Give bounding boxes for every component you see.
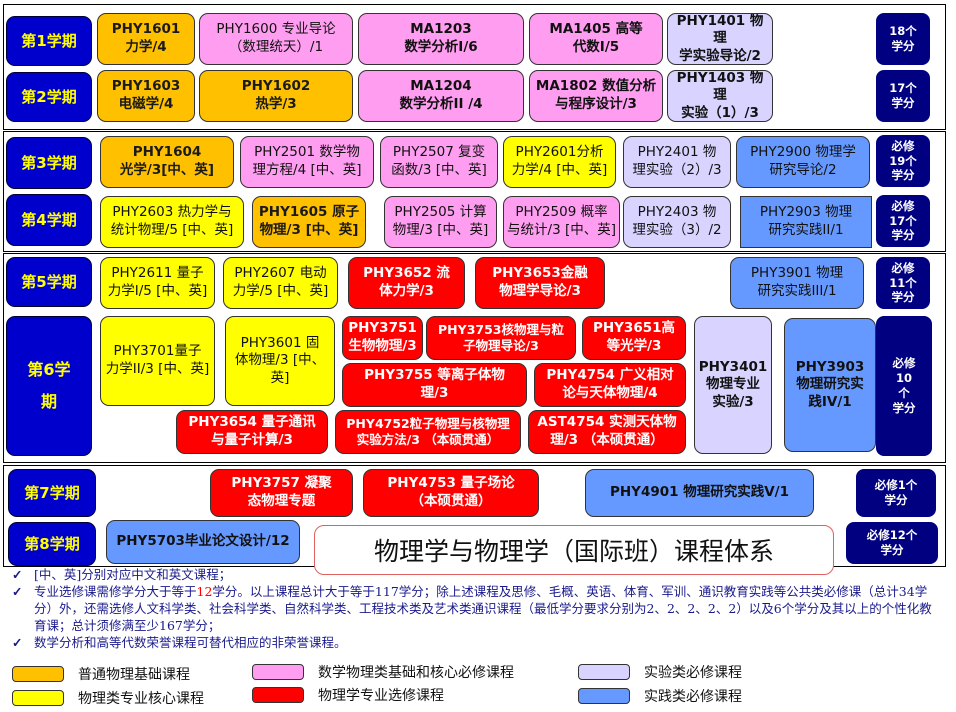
note-3-text: 数学分析和高等代数荣誉课程可替代相应的非荣誉课程。 — [34, 635, 347, 650]
semester-8-label: 第8学期 — [8, 522, 96, 566]
course-phy3753: PHY3753核物理与粒 子物理导论/3 — [426, 316, 576, 360]
course-phy3652: PHY3652 流 体力学/3 — [348, 257, 465, 309]
course-ma1203: MA1203 数学分析I/6 — [358, 13, 524, 65]
course-phy3903: PHY3903 物理研究实 践IV/1 — [784, 318, 876, 452]
semester-1-label: 第1学期 — [6, 16, 92, 66]
legend-label-pink: 数学物理类基础和核心必修课程 — [318, 665, 514, 681]
semester-6-credits: 必修 10 个 学分 — [876, 316, 932, 456]
note-1: ✓ [中、英]分别对应中文和英文课程； — [12, 566, 942, 583]
course-phy3401: PHY3401 物理专业 实验/3 — [694, 316, 772, 454]
legend-swatch-orange — [12, 666, 64, 682]
course-phy3757: PHY3757 凝聚 态物理专题 — [210, 469, 353, 517]
course-phy3755: PHY3755 等离子体物 理/3 — [342, 363, 527, 407]
note-2: ✓ 专业选修课需修学分大于等于12学分。以上课程总计大于等于117学分；除上述课程… — [12, 583, 942, 634]
legend-swatch-red — [252, 687, 304, 703]
semester-2-credits: 17个 学分 — [876, 70, 930, 122]
course-phy3653: PHY3653金融 物理学导论/3 — [475, 257, 605, 309]
legend-lavender: 实验类必修课程 — [578, 663, 742, 681]
semester-4-credits: 必修 17个 学分 — [876, 195, 930, 247]
course-phy2509: PHY2509 概率 与统计/3 [中、英] — [503, 196, 620, 248]
semester-3-label: 第3学期 — [6, 137, 92, 189]
checkmark-icon: ✓ — [12, 567, 23, 582]
semester-7-label: 第7学期 — [8, 469, 96, 517]
course-phy3701: PHY3701量子 力学II/3 [中、英] — [100, 316, 215, 406]
course-phy1601: PHY1601 力学/4 — [97, 13, 195, 65]
course-phy2607: PHY2607 电动 力学/5 [中、英] — [223, 257, 338, 309]
legend-swatch-pink — [252, 664, 304, 680]
semester-5-label: 第5学期 — [6, 257, 92, 307]
note-2-credits: 12 — [196, 584, 213, 599]
legend-yellow: 物理类专业核心课程 — [12, 689, 204, 707]
semester-5-credits: 必修 11个 学分 — [876, 257, 930, 309]
year2-frame — [3, 131, 946, 252]
course-phy3651: PHY3651高 等光学/3 — [582, 316, 686, 360]
note-1-text: [中、英]分别对应中文和英文课程； — [34, 567, 232, 582]
semester-4-label: 第4学期 — [6, 194, 92, 246]
course-phy2611: PHY2611 量子 力学I/5 [中、英] — [100, 257, 215, 309]
course-phy1605: PHY1605 原子 物理/3 [中、英] — [252, 196, 366, 248]
course-ma1802: MA1802 数值分析 与程序设计/3 — [529, 70, 663, 122]
course-phy1602: PHY1602 热学/3 — [199, 70, 353, 122]
semester-1-credits: 18个 学分 — [876, 13, 930, 65]
legend-swatch-yellow — [12, 690, 64, 706]
course-phy3654: PHY3654 量子通讯 与量子计算/3 — [176, 410, 328, 454]
course-phy1604: PHY1604 光学/3[中、英] — [100, 136, 234, 188]
legend-swatch-lavender — [578, 664, 630, 680]
course-phy2505: PHY2505 计算 物理/3 [中、英] — [384, 196, 497, 248]
checkmark-icon: ✓ — [12, 635, 23, 650]
course-phy3601: PHY3601 固 体物理/3 [中、 英] — [225, 316, 335, 406]
legend-label-red: 物理学专业选修课程 — [318, 688, 444, 704]
course-phy4752: PHY4752粒子物理与核物理 实验方法/3 （本硕贯通） — [335, 410, 521, 454]
semester-3-credits: 必修 19个 学分 — [876, 135, 930, 187]
course-phy4901: PHY4901 物理研究实践V/1 — [585, 469, 814, 517]
legend-label-lavender: 实验类必修课程 — [644, 665, 742, 681]
year3-frame — [3, 253, 946, 463]
course-phy2507: PHY2507 复变 函数/3 [中、英] — [380, 136, 498, 188]
course-phy1403: PHY1403 物理 实验（1）/3 — [667, 70, 773, 122]
course-phy2900: PHY2900 物理学 研究导论/2 — [736, 136, 870, 188]
note-2-text-a: 专业选修课需修学分大于等于 — [34, 584, 197, 599]
course-phy3901: PHY3901 物理 研究实践III/1 — [730, 257, 864, 309]
legend-swatch-blue — [578, 688, 630, 704]
course-phy2601: PHY2601分析 力学/4 [中、英] — [503, 136, 616, 188]
course-phy2903: PHY2903 物理 研究实践II/1 — [740, 196, 872, 248]
diagram-title: 物理学与物理学（国际班）课程体系 — [314, 525, 834, 575]
year1-frame — [3, 4, 946, 130]
course-phy4754: PHY4754 广义相对 论与天体物理/4 — [534, 363, 686, 407]
course-ast4754: AST4754 实测天体物 理/3 （本硕贯通） — [528, 410, 686, 454]
course-phy5703: PHY5703毕业论文设计/12 — [106, 520, 300, 564]
course-ma1204: MA1204 数学分析II /4 — [358, 70, 524, 122]
checkmark-icon: ✓ — [12, 584, 23, 599]
semester-8-credits: 必修12个 学分 — [846, 522, 938, 564]
legend-orange: 普通物理基础课程 — [12, 665, 190, 683]
legend-red: 物理学专业选修课程 — [252, 686, 444, 704]
course-phy1603: PHY1603 电磁学/4 — [97, 70, 195, 122]
course-phy1401: PHY1401 物理 学实验导论/2 — [667, 13, 773, 65]
legend-pink: 数学物理类基础和核心必修课程 — [252, 663, 514, 681]
course-phy3751: PHY3751 生物物理/3 — [342, 316, 423, 360]
note-2-text-b: 学分。以上课程总计大于等于117学分；除上述课程及思修、毛概、英语、体育、军训、… — [34, 584, 932, 633]
legend-label-yellow: 物理类专业核心课程 — [78, 691, 204, 707]
course-phy2403: PHY2403 物 理实验（3）/2 — [623, 196, 731, 248]
note-3: ✓ 数学分析和高等代数荣誉课程可替代相应的非荣誉课程。 — [12, 634, 942, 651]
course-phy2401: PHY2401 物 理实验（2）/3 — [623, 136, 731, 188]
course-phy4753: PHY4753 量子场论 （本硕贯通） — [363, 469, 539, 517]
semester-6-label: 第6学 期 — [6, 316, 92, 456]
legend-label-orange: 普通物理基础课程 — [78, 667, 190, 683]
course-phy1600: PHY1600 专业导论 （数理统天）/1 — [199, 13, 353, 65]
course-ma1405: MA1405 高等 代数I/5 — [529, 13, 663, 65]
notes: ✓ [中、英]分别对应中文和英文课程； ✓ 专业选修课需修学分大于等于12学分。以上… — [12, 566, 942, 651]
semester-7-credits: 必修1个 学分 — [856, 469, 936, 517]
semester-2-label: 第2学期 — [6, 72, 92, 122]
course-phy2603: PHY2603 热力学与 统计物理/5 [中、英] — [100, 196, 244, 248]
course-phy2501: PHY2501 数学物 理方程/4 [中、英] — [240, 136, 374, 188]
legend-label-blue: 实践类必修课程 — [644, 689, 742, 705]
legend-blue: 实践类必修课程 — [578, 687, 742, 705]
